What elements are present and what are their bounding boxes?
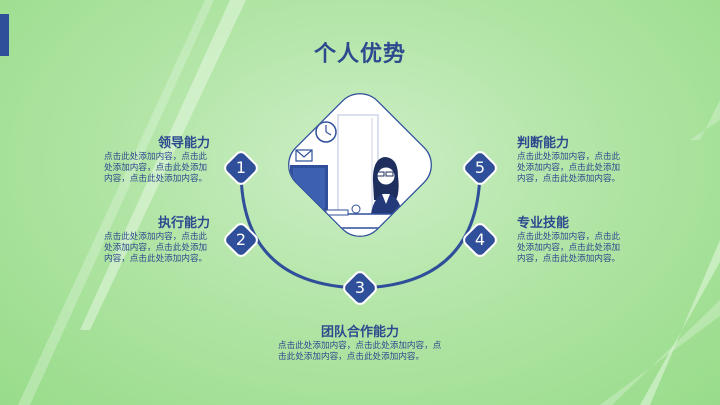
node-4-shape xyxy=(463,223,497,257)
node-5-shape xyxy=(463,151,497,185)
node-2-shape xyxy=(224,223,258,257)
node-4-number: 4 xyxy=(474,230,486,249)
node-1-shape xyxy=(224,151,258,185)
item-3-title: 团队合作能力 xyxy=(320,325,399,340)
item-1-body: 点击此处添加内容，点击此处添加内容，点击此处添加内容，点击此处添加内容。 xyxy=(104,152,208,184)
item-5-title: 判断能力 xyxy=(517,136,570,151)
item-4-title: 专业技能 xyxy=(517,216,570,231)
node-3-shape xyxy=(343,271,377,305)
node-3-number: 3 xyxy=(354,278,366,297)
item-5-body: 点击此处添加内容，点击此处添加内容，点击此处添加内容，点击此处添加内容。 xyxy=(517,152,621,184)
node-5-number: 5 xyxy=(474,158,486,177)
item-3-body: 点击此处添加内容，点击此处添加内容，点击此处添加内容，点击此处添加内容。 xyxy=(278,341,442,362)
person-at-desk-illustration xyxy=(280,90,440,240)
item-2-body: 点击此处添加内容，点击此处添加内容，点击此处添加内容，点击此处添加内容。 xyxy=(104,232,208,264)
corner-accent-bar xyxy=(0,14,9,56)
node-2-number: 2 xyxy=(235,230,247,249)
node-1-number: 1 xyxy=(235,158,247,177)
item-4-body: 点击此处添加内容，点击此处添加内容，点击此处添加内容，点击此处添加内容。 xyxy=(517,232,621,264)
page-title: 个人优势 xyxy=(313,42,406,67)
item-1-title: 领导能力 xyxy=(157,136,210,151)
item-2-title: 执行能力 xyxy=(157,216,210,231)
